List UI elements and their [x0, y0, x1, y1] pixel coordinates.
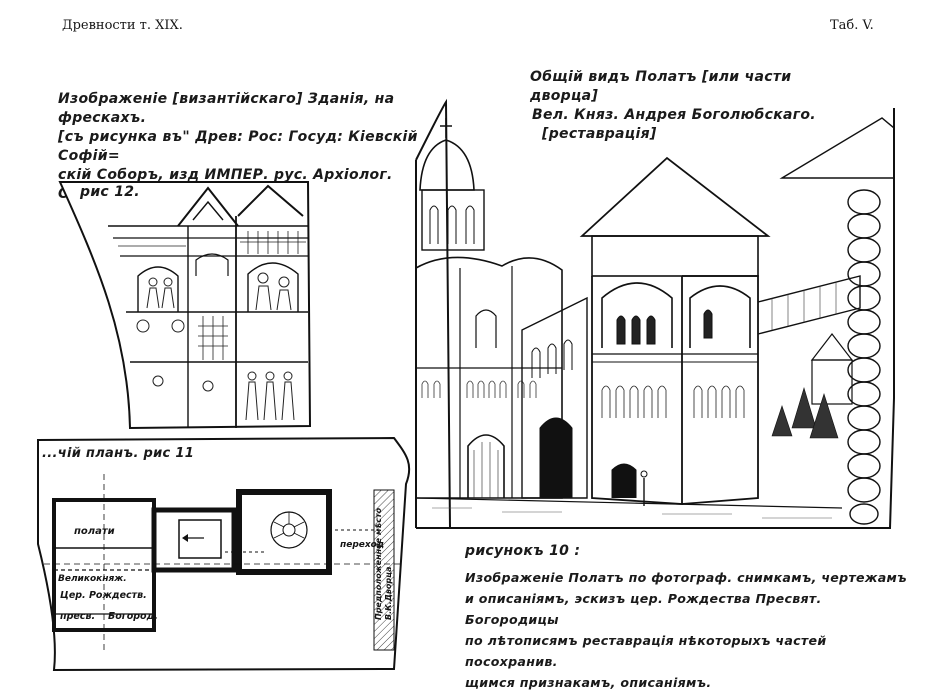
view-caption-line3: [реставрацiя]	[542, 126, 657, 142]
fresco-caption: Изображенiе [византiйскаго] Зданiя, на ф…	[58, 90, 418, 204]
description-line4: щимся признакамъ, описанiямъ.	[465, 675, 712, 690]
description-line1: Изображенiе Полатъ по фотограф. снимкамъ…	[465, 570, 907, 585]
fig11-label: ...чiй планъ. рис 11	[42, 446, 195, 461]
plan-label-passage: переход	[340, 540, 385, 550]
view-caption-line2: Вел. Княз. Андрея Боголюбскаго.	[532, 107, 816, 123]
header-left: Древности т. XIX.	[62, 18, 183, 33]
fresco-drawing	[58, 181, 312, 430]
plan-label-polati: полати	[74, 526, 115, 537]
plan-drawing	[37, 436, 411, 672]
fig10-label: рисунокъ 10 :	[465, 543, 581, 559]
view-caption: Общiй видъ Полатъ [или части дворца] Вел…	[530, 68, 860, 144]
fig12-label: рис 12.	[80, 184, 140, 200]
fig10-description: Изображенiе Полатъ по фотограф. снимкамъ…	[465, 567, 920, 693]
plan-label-church: Цер. Рождеств.	[60, 590, 147, 601]
view-caption-line1: Общiй видъ Полатъ [или части дворца]	[530, 69, 792, 104]
plan-label-presv: пресв.	[60, 611, 96, 622]
plan-label-bogorod: Богород.	[108, 611, 158, 622]
fresco-caption-line1: Изображенiе [византiйскаго] Зданiя, на ф…	[58, 91, 395, 126]
header-right: Таб. V.	[830, 18, 874, 33]
plan-label-place: Предположенное мѣсто В.К.Дворца	[374, 507, 393, 620]
description-line2: и описанiямъ, эскизъ цер. Рождества Прес…	[465, 591, 822, 627]
palace-drawing	[415, 98, 895, 529]
plan-label-grand: Великокняж.	[58, 574, 127, 584]
fresco-caption-line2: [съ рисунка въ" Древ: Рос: Госуд: Кiевск…	[58, 129, 418, 164]
description-line3: по лѣтописямъ реставрацiя нѣкоторыхъ час…	[465, 633, 827, 669]
